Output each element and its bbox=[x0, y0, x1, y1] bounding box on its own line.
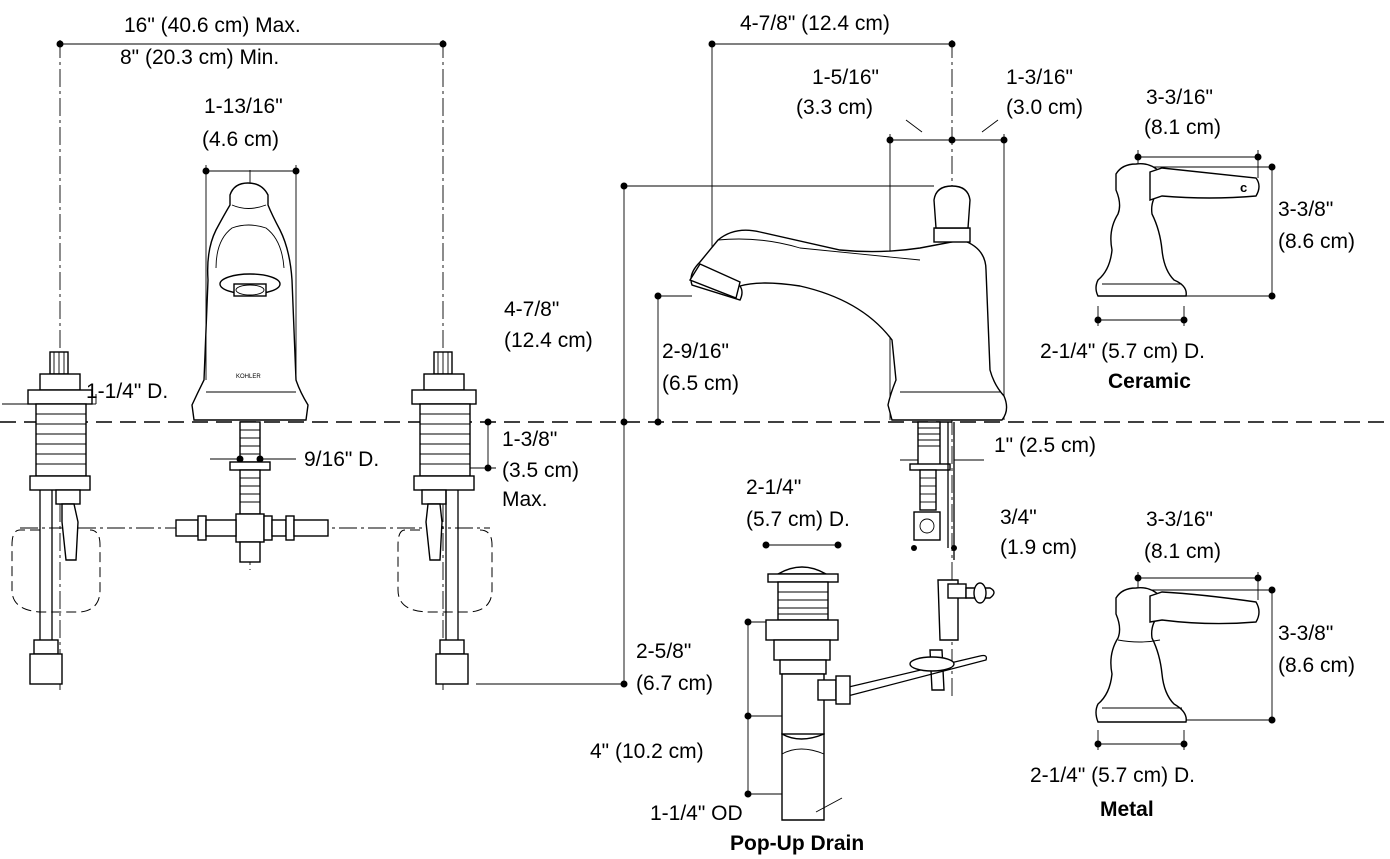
outlet-height-cm-label: (6.5 cm) bbox=[662, 372, 739, 395]
left-valve bbox=[11, 351, 101, 685]
metal-title: Metal bbox=[1100, 798, 1154, 821]
overall-height-label: 4-7/8" bbox=[504, 298, 559, 321]
spout-width-cm-label: (4.6 cm) bbox=[202, 128, 279, 151]
drain-flange-cm-label: (5.7 cm) D. bbox=[746, 508, 850, 531]
right-valve bbox=[397, 351, 493, 685]
drain-title: Pop-Up Drain bbox=[730, 832, 864, 855]
deck-thickness-label: 1-3/8" bbox=[502, 428, 557, 451]
tailpiece-od-label: 1-1/4" OD bbox=[650, 802, 743, 825]
spout-front: KOHLER bbox=[191, 182, 309, 421]
spread-min-label: 8" (20.3 cm) Min. bbox=[120, 46, 279, 69]
drain-body-cm-label: (6.7 cm) bbox=[636, 672, 713, 695]
front-elevation: KOHLER bbox=[2, 40, 624, 690]
handle-ceramic: c bbox=[1094, 150, 1276, 326]
labels: 16" (40.6 cm) Max. 8" (20.3 cm) Min. 1-1… bbox=[86, 12, 1355, 855]
outlet-height-label: 2-9/16" bbox=[662, 340, 729, 363]
rear-offset-cm-label: (3.0 cm) bbox=[1006, 96, 1083, 119]
metal-height-cm-label: (8.6 cm) bbox=[1278, 654, 1355, 677]
spout-side-profile bbox=[620, 40, 1008, 700]
brand-mark: KOHLER bbox=[236, 374, 261, 380]
pull-rod-offset-cm-label: (1.9 cm) bbox=[1000, 536, 1077, 559]
index-mark: c bbox=[1240, 180, 1247, 195]
ceramic-base-label: 2-1/4" (5.7 cm) D. bbox=[1040, 340, 1205, 363]
deck-thickness-note: Max. bbox=[502, 488, 548, 511]
ceramic-length-cm-label: (8.1 cm) bbox=[1144, 116, 1221, 139]
spread-max-label: 16" (40.6 cm) Max. bbox=[124, 14, 301, 37]
ceramic-title: Ceramic bbox=[1108, 370, 1191, 393]
tailpiece-length-label: 4" (10.2 cm) bbox=[590, 740, 704, 763]
deck-thickness-cm-label: (3.5 cm) bbox=[502, 459, 579, 482]
ceramic-length-label: 3-3/16" bbox=[1146, 86, 1213, 109]
drain-flange-label: 2-1/4" bbox=[746, 476, 801, 499]
pop-up-drain bbox=[744, 541, 851, 821]
valve-dia-label: 1-1/4" D. bbox=[86, 380, 168, 403]
metal-base-label: 2-1/4" (5.7 cm) D. bbox=[1030, 764, 1195, 787]
ceramic-height-label: 3-3/8" bbox=[1278, 198, 1333, 221]
drain-body-label: 2-5/8" bbox=[636, 640, 691, 663]
spout-shank bbox=[175, 421, 329, 563]
pull-rod-offset-label: 3/4" bbox=[1000, 506, 1037, 529]
front-offset-cm-label: (3.3 cm) bbox=[796, 96, 873, 119]
shank-dia-label: 9/16" D. bbox=[304, 448, 379, 471]
metal-length-label: 3-3/16" bbox=[1146, 508, 1213, 531]
reach-label: 4-7/8" (12.4 cm) bbox=[740, 12, 890, 35]
metal-length-cm-label: (8.1 cm) bbox=[1144, 540, 1221, 563]
shank-length-label: 1" (2.5 cm) bbox=[994, 434, 1096, 457]
overall-height-cm-label: (12.4 cm) bbox=[504, 329, 593, 352]
ceramic-height-cm-label: (8.6 cm) bbox=[1278, 230, 1355, 253]
front-offset-label: 1-5/16" bbox=[812, 66, 879, 89]
spout-width-label: 1-13/16" bbox=[204, 95, 283, 118]
handle-metal bbox=[1094, 572, 1276, 750]
rear-offset-label: 1-3/16" bbox=[1006, 66, 1073, 89]
metal-height-label: 3-3/8" bbox=[1278, 622, 1333, 645]
